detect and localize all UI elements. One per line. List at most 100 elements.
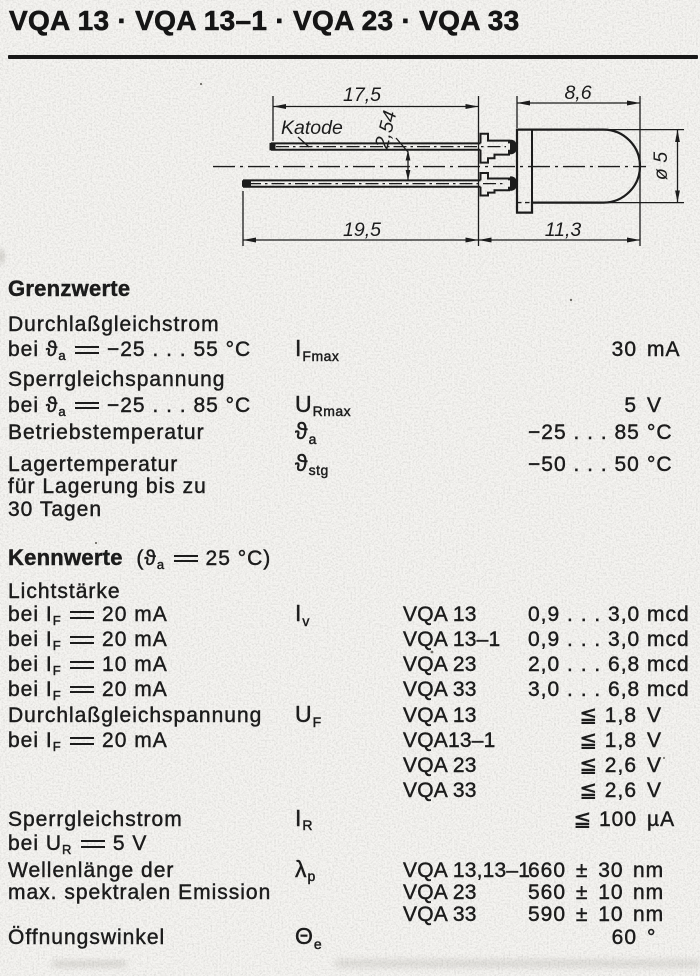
equals-sign [70,685,95,694]
param-label: Durchlaßgleichstrom [8,313,220,336]
param-value: 560 ± 10 [528,881,624,904]
param-condition: bei ϑa−25 . . . 55 °C [8,338,252,363]
device-type: VQA13–1 [403,729,496,752]
param-label: Sperrgleichspannung [8,368,226,391]
param-unit: µA [647,807,676,831]
param-label: Sperrgleichstrom [8,807,183,831]
param-label-line3: 30 Tagen [8,497,103,521]
cathode-lead-tip [269,142,276,151]
param-unit: V [647,704,663,727]
param-value: 590 ± 10 [528,903,624,926]
param-label-line2: max. spektralen Emission [8,881,272,904]
equals-sign [80,840,105,848]
device-type: VQA 33 [403,779,477,802]
param-label: Durchlaßgleichspannung [8,704,263,727]
device-type: VQA 13 [403,603,477,626]
param-symbol: URmax [295,390,352,419]
param-label: Lagertemperatur [8,452,179,476]
param-label: Öffnungswinkel [8,926,166,949]
dim-lead-pitch: 2,54 [371,108,402,151]
cathode-label: Katode [281,117,343,139]
led-body [515,128,642,214]
anode-lead [242,172,510,197]
param-value: ≦ 1,8 [579,729,637,752]
section-heading-grenzwerte: Grenzwerte [8,275,131,301]
param-value: 30 [611,338,637,361]
param-unit: mcd [647,628,690,651]
param-unit: mcd [647,653,690,676]
equals-sign [74,401,99,410]
param-symbol: λp [295,855,316,884]
param-unit: V [647,779,663,802]
device-type: VQA 13 [403,704,477,727]
param-value: ≦ 2,6 [579,779,637,802]
device-type: VQA 23 [403,653,477,676]
device-type: VQA 33 [403,903,477,926]
param-value: 5 [624,393,637,417]
param-value: 3,0 . . . 6,8 [528,677,641,701]
param-unit: mcd [647,603,690,626]
param-value: 2,0 . . . 6,8 [528,653,641,676]
scan-smudge [335,959,700,968]
param-value: 660 ± 30 [528,858,624,882]
param-unit: nm [633,881,665,904]
param-value: 0,9 . . . 3,0 [528,603,641,626]
param-label: Betriebstemperatur [8,421,205,444]
param-condition: bei ϑa−25 . . . 85 °C [8,393,252,419]
equals-sign [74,346,99,354]
param-unit: nm [633,903,665,926]
equals-sign [70,661,95,669]
param-symbol: IFmax [295,335,340,364]
dim-cathode-lead-length: 17,5 [343,84,381,106]
dim-anode-lead-length: 19,5 [343,219,381,241]
device-type: VQA 13–1 [403,628,501,651]
param-unit: V [647,729,663,752]
param-value: ≦ 100 [573,807,637,831]
scan-smudge [52,961,127,967]
dim-total-length: 11,3 [545,219,582,241]
param-value: −50 . . . 50 [528,452,640,476]
equals-sign [173,554,198,563]
param-unit: °C [647,421,673,444]
device-type: VQA 33 [403,677,477,701]
center-lines [213,146,646,185]
anode-lead-tip [243,179,251,188]
param-unit: nm [633,858,665,882]
param-unit: °C [647,452,673,476]
equals-sign [70,611,95,619]
dim-body-length: 8,6 [564,82,591,104]
param-value: 0,9 . . . 3,0 [528,628,641,651]
param-label-line2: für Lagerung bis zu [8,475,207,498]
param-symbol: IR [295,804,314,833]
device-type: VQA 23 [403,754,477,777]
param-symbol: UF [295,701,322,730]
param-value: −25 . . . 85 [528,421,640,444]
scan-smudge [0,250,3,263]
device-type: VQA 13,13–1 [403,858,531,882]
param-unit: mcd [647,677,690,701]
param-label: Lichtstärke [8,579,121,603]
param-symbol: Θe [295,923,323,952]
param-unit: ° [647,926,657,949]
param-unit: V [647,754,663,777]
device-type: VQA 23 [403,881,477,904]
param-value: ≦ 2,6 [579,754,637,777]
param-symbol: ϑa [295,418,317,447]
param-value: ≦ 1,8 [579,704,637,727]
param-unit: V [647,393,663,417]
equals-sign [70,737,95,745]
param-symbol: Iv [295,600,310,629]
dim-diameter: ø 5 [650,152,672,180]
equals-sign [70,636,95,644]
param-value: 60 [611,926,637,949]
param-label: Wellenlänge der [8,858,175,882]
led-dimension-drawing: 17,5 8,6 19,5 11,3 Katode 2,54 ø 5 [213,82,684,246]
